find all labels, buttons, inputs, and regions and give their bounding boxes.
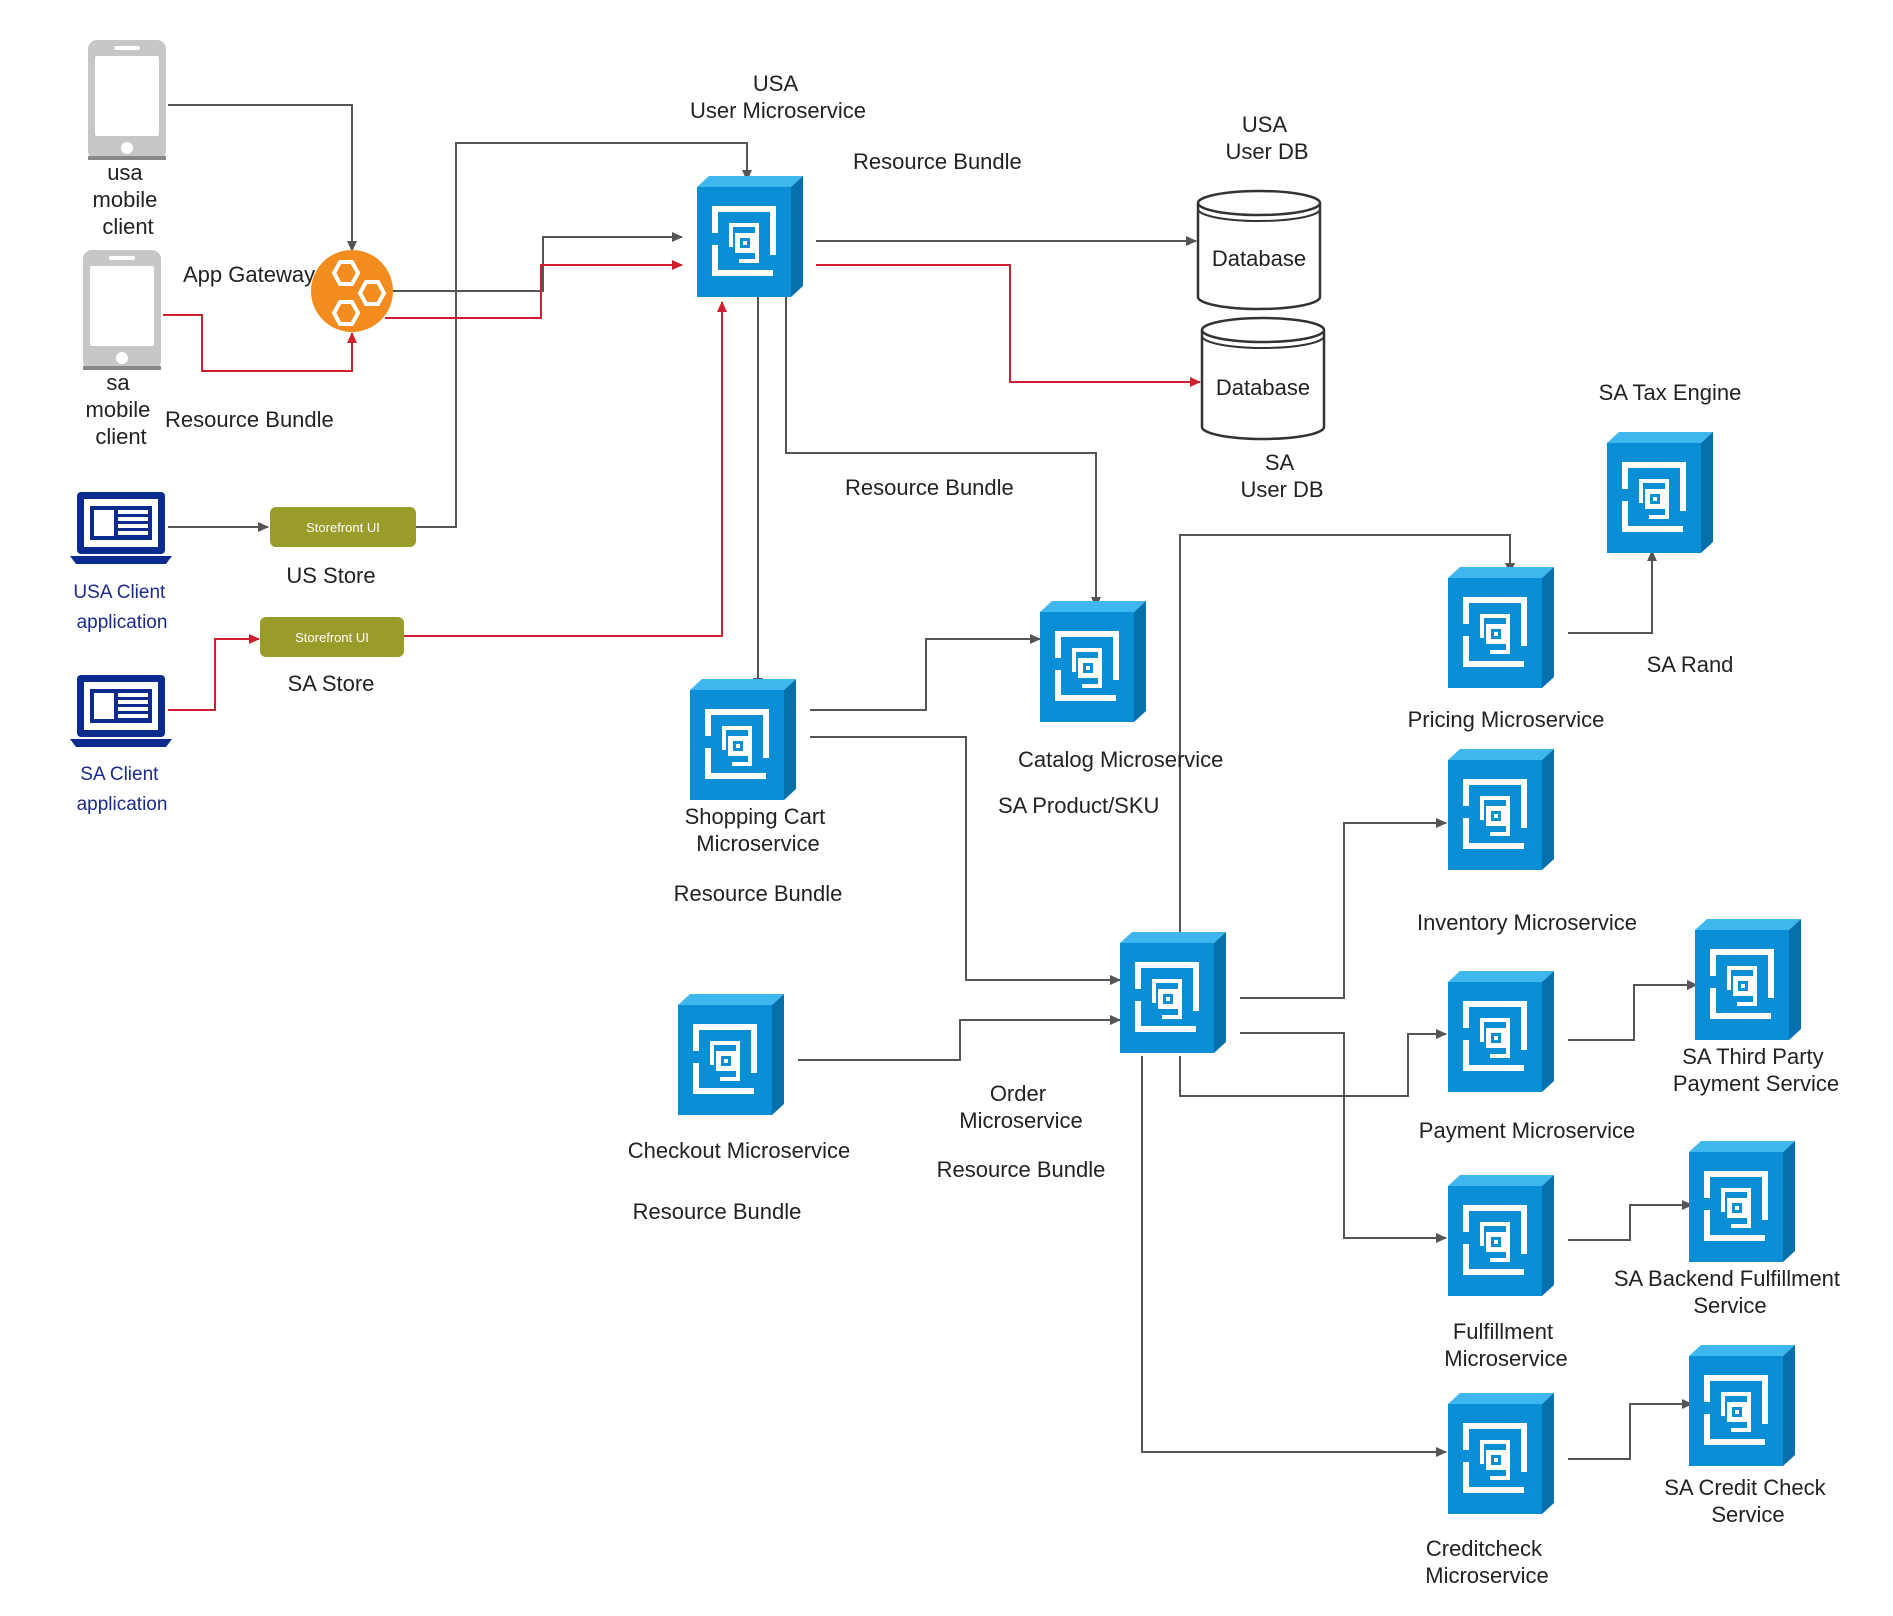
- inventory-microservice-icon: [1448, 749, 1554, 870]
- usa-db-title: USA User DB: [1225, 112, 1308, 164]
- edge-payment-to-third-party: [1568, 980, 1698, 1041]
- pricing-microservice-label: Pricing Microservice: [1408, 707, 1605, 732]
- edge-order-to-payment: [1179, 1029, 1447, 1097]
- sa-store-label: SA Store: [288, 671, 375, 696]
- sa-storefront-label: Storefront UI: [295, 630, 369, 645]
- sa-tax-engine-icon: [1607, 432, 1713, 553]
- edge-order-to-creditcheck: [1141, 1056, 1447, 1457]
- sa-database: Database: [1200, 316, 1326, 441]
- catalog-resource-bundle-note: Resource Bundle: [845, 475, 1014, 500]
- edge-checkout-to-order: [798, 1015, 1121, 1061]
- usa-mobile-phone-icon: [88, 40, 166, 160]
- edge-order-to-pricing: [1179, 534, 1515, 941]
- usa-mobile-client-label: usa mobile client: [93, 160, 164, 239]
- edge-order-to-inventory: [1240, 818, 1447, 999]
- edge-order-to-fulfillment: [1240, 1032, 1447, 1243]
- edge-gateway-to-user-service-sa: [385, 260, 683, 319]
- sa-mobile-phone-icon: [83, 250, 161, 370]
- usa-database: Database: [1196, 189, 1322, 311]
- sa-db-title: SA User DB: [1240, 450, 1323, 502]
- edge-fulfillment-to-backend: [1568, 1200, 1693, 1241]
- sa-credit-check-icon: [1689, 1345, 1795, 1466]
- edge-creditcheck-to-credit-svc: [1568, 1399, 1693, 1460]
- edge-sa-mobile-to-gateway: [163, 314, 357, 372]
- user-microservice-label: USA User Microservice: [690, 71, 866, 123]
- edge-pricing-to-tax: [1568, 550, 1657, 634]
- edge-us-store-to-user-service: [416, 142, 752, 528]
- usa-client-laptop-icon: [70, 492, 172, 564]
- sa-tax-engine-label: SA Tax Engine: [1599, 380, 1742, 405]
- sa-backend-fulfillment-icon: [1689, 1141, 1795, 1262]
- order-microservice-label: Order Microservice: [959, 1081, 1082, 1133]
- checkout-microservice-icon: [678, 994, 784, 1115]
- us-storefront-ui: Storefront UI: [270, 507, 416, 547]
- us-store-label: US Store: [286, 563, 375, 588]
- sa-client-app-label: SA Client application: [77, 764, 168, 815]
- pricing-microservice-icon: [1448, 567, 1554, 688]
- user-resource-bundle-note: Resource Bundle: [853, 149, 1022, 174]
- payment-microservice-label: Payment Microservice: [1419, 1118, 1635, 1143]
- app-gateway-label: App Gateway: [183, 262, 315, 287]
- gateway-resource-bundle-note: Resource Bundle: [165, 407, 334, 432]
- sa-database-label: Database: [1216, 375, 1310, 400]
- creditcheck-microservice-icon: [1448, 1393, 1554, 1514]
- edge-user-service-to-catalog: [785, 297, 1101, 608]
- red-connectors: [163, 260, 1201, 711]
- us-storefront-label: Storefront UI: [306, 520, 380, 535]
- cart-resource-bundle-note: Resource Bundle: [674, 881, 843, 906]
- order-microservice-icon: [1120, 932, 1226, 1053]
- edge-user-service-to-sa-db: [816, 264, 1201, 387]
- usa-client-app-label: USA Client application: [73, 582, 170, 633]
- user-microservice-icon: [697, 176, 803, 297]
- checkout-resource-bundle-note: Resource Bundle: [633, 1199, 802, 1224]
- edge-sa-store-to-user-service: [404, 301, 727, 637]
- catalog-microservice-label: Catalog Microservice: [1018, 747, 1223, 772]
- usa-database-label: Database: [1212, 246, 1306, 271]
- inventory-microservice-label: Inventory Microservice: [1417, 910, 1637, 935]
- fulfillment-microservice-icon: [1448, 1175, 1554, 1296]
- gray-connectors: [168, 104, 1698, 1460]
- edge-cart-to-catalog: [810, 634, 1041, 711]
- sa-client-laptop-icon: [70, 675, 172, 747]
- sa-product-sku-note: SA Product/SKU: [998, 793, 1159, 818]
- sa-third-party-payment-label: SA Third Party Payment Service: [1673, 1044, 1839, 1096]
- payment-microservice-icon: [1448, 971, 1554, 1092]
- sa-third-party-payment-icon: [1695, 919, 1801, 1040]
- creditcheck-microservice-label: Creditcheck Microservice: [1425, 1536, 1548, 1588]
- sa-rand-note: SA Rand: [1647, 652, 1734, 677]
- sa-storefront-ui: Storefront UI: [260, 617, 404, 657]
- sa-credit-check-label: SA Credit Check Service: [1664, 1475, 1832, 1527]
- catalog-microservice-icon: [1040, 601, 1146, 722]
- app-gateway-icon: [311, 250, 393, 332]
- checkout-microservice-label: Checkout Microservice: [628, 1138, 851, 1163]
- fulfillment-microservice-label: Fulfillment Microservice: [1444, 1319, 1567, 1371]
- shopping-cart-label: Shopping Cart Microservice: [685, 804, 832, 856]
- shopping-cart-microservice-icon: [690, 679, 796, 800]
- edge-usa-mobile-to-gateway: [168, 104, 357, 252]
- edge-sa-app-to-sa-store: [168, 634, 260, 711]
- order-resource-bundle-note: Resource Bundle: [937, 1157, 1106, 1182]
- sa-backend-fulfillment-label: SA Backend Fulfillment Service: [1614, 1266, 1846, 1318]
- sa-mobile-client-label: sa mobile client: [86, 370, 157, 449]
- edge-cart-to-order: [810, 736, 1121, 985]
